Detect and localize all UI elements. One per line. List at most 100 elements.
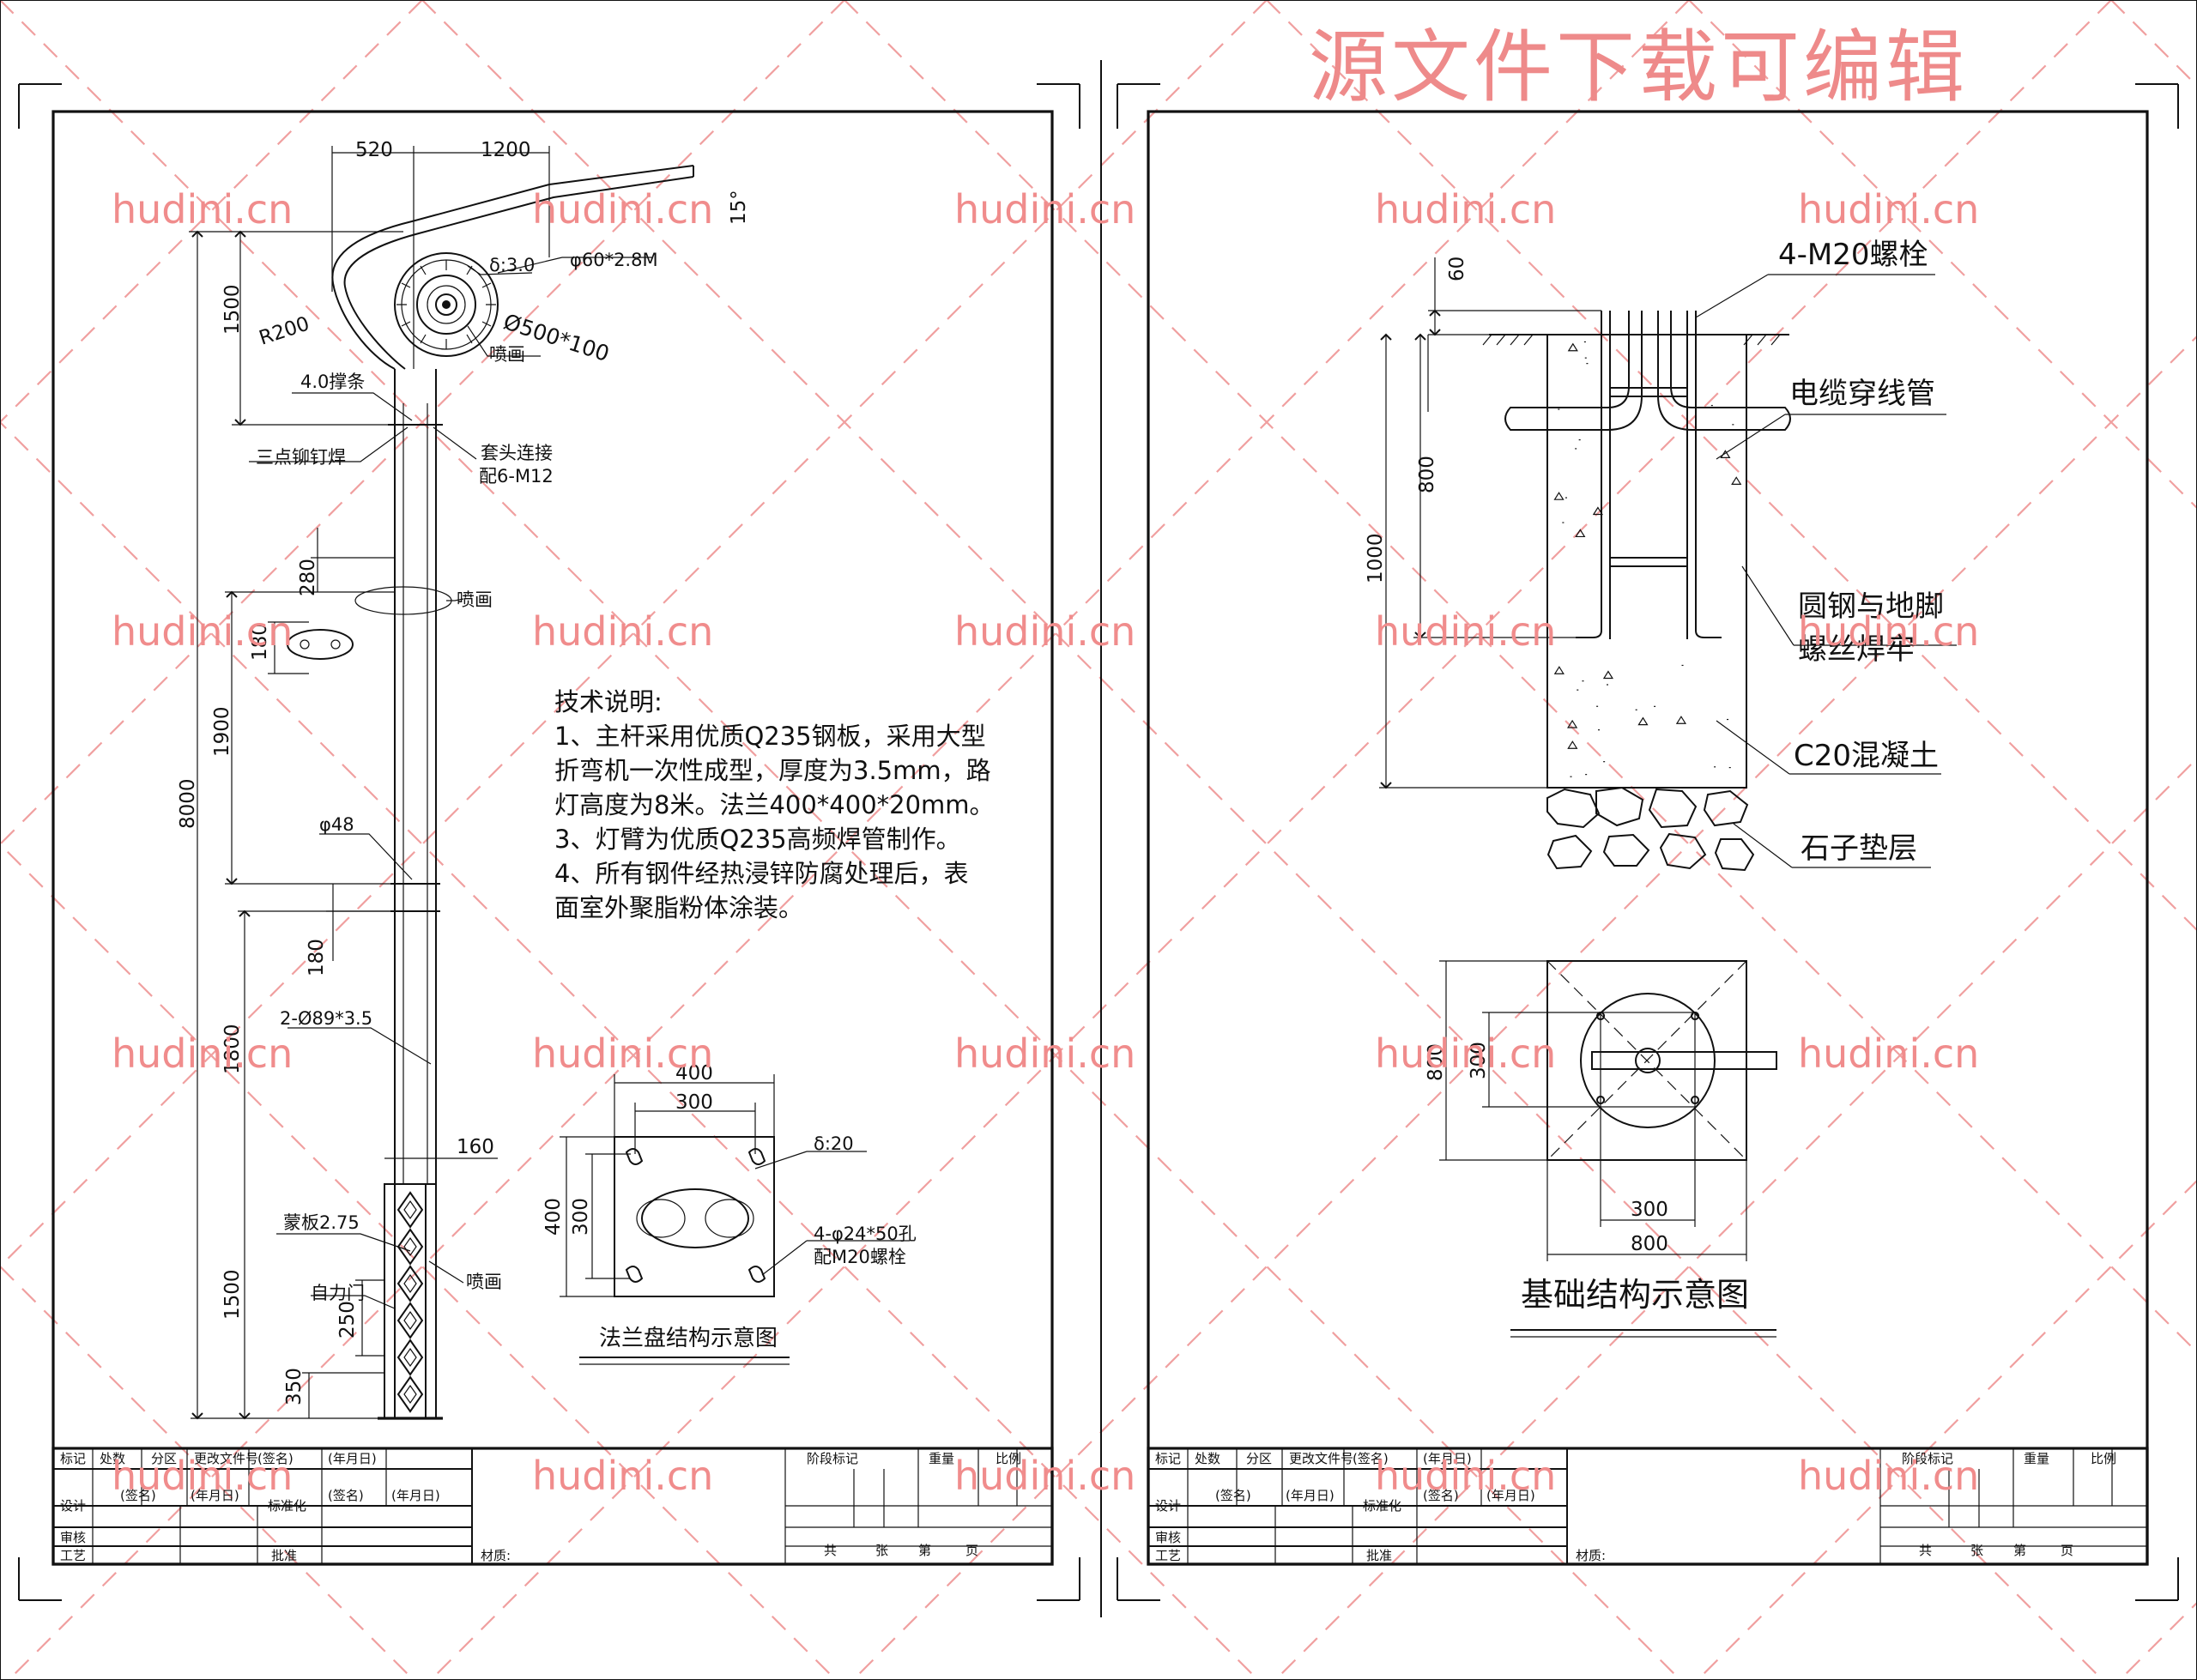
concrete-speck xyxy=(1675,716,1687,724)
label-door: 自力门 xyxy=(311,1283,365,1303)
watermark-site-14: hudini.cn xyxy=(1375,1030,1556,1077)
tb-right-approve: 批准 xyxy=(1366,1548,1392,1563)
tb-left-mark: 标记 xyxy=(60,1451,86,1466)
title-block-right: 标记 处数 分区 更改文件号 (签名) (年月日) 设计 (签名) (年月日) … xyxy=(1147,1447,2149,1566)
pole-leader-lines xyxy=(249,257,652,1309)
tech-note-line-5: 4、所有钢件经热浸锌防腐处理后，表 xyxy=(554,859,968,888)
watermark-line xyxy=(1697,1179,2197,1680)
label-bolts-m12: 配6-M12 xyxy=(479,466,554,486)
watermark-site-15: hudini.cn xyxy=(1798,1030,1979,1077)
watermark-line xyxy=(0,843,837,1680)
tb-left-stage: 阶段标记 xyxy=(807,1451,858,1466)
watermark-line xyxy=(1266,0,2197,932)
watermark-line xyxy=(2110,0,2197,88)
concrete-speck xyxy=(1553,492,1565,500)
flange-label-thickness: δ:20 xyxy=(814,1133,854,1154)
tb-right-page-no: 第 xyxy=(2013,1543,2026,1558)
watermark-site-4: hudini.cn xyxy=(1375,186,1556,233)
dim-350: 350 xyxy=(283,1368,306,1405)
flange-plate-drawing: 400 300 400 300 δ:20 4-φ24*50孔 配M20螺栓 法兰… xyxy=(542,1062,917,1365)
tb-left-sheets: 张 xyxy=(875,1543,888,1558)
watermark-line xyxy=(0,1265,415,1680)
label-plate: 蒙板2.75 xyxy=(283,1212,360,1233)
tb-left-craft: 工艺 xyxy=(60,1548,86,1563)
tb-left-design-date: (年月日) xyxy=(191,1488,239,1503)
tb-left-scale: 比例 xyxy=(996,1451,1021,1466)
dim-1200: 1200 xyxy=(481,139,531,161)
watermark-title: 源文件下载可编辑 xyxy=(1309,21,1968,113)
label-weld-line-1: 圆钢与地脚 xyxy=(1798,589,1944,624)
watermark-line xyxy=(0,0,1681,1680)
label-concrete: C20混凝土 xyxy=(1794,739,1939,773)
tb-right-craft: 工艺 xyxy=(1155,1548,1181,1563)
tb-left-page-no: 第 xyxy=(918,1543,931,1558)
foundation-section-drawing: 60 800 1000 4-M20螺栓 电缆穿线管 圆钢与地脚 螺丝焊牢 C20… xyxy=(1365,238,1957,872)
concrete-speck xyxy=(1575,529,1586,538)
dim-180-a: 180 xyxy=(249,623,271,661)
tb-left-review: 审核 xyxy=(60,1530,86,1545)
tb-right-zone: 分区 xyxy=(1246,1451,1272,1466)
label-sleeve: 套头连接 xyxy=(481,443,553,463)
plan-dim-300-left: 300 xyxy=(1468,1042,1490,1079)
dim-160: 160 xyxy=(457,1136,494,1158)
tb-right-mark: 标记 xyxy=(1155,1451,1181,1466)
watermark-site-16: hudini.cn xyxy=(112,1453,293,1499)
watermark-site-7: hudini.cn xyxy=(532,608,713,655)
hatch-tick xyxy=(1523,334,1534,346)
watermark-site-2: hudini.cn xyxy=(532,186,713,233)
tech-note-line-1: 1、主杆采用优质Q235钢板，采用大型 xyxy=(554,722,986,751)
dim-15deg: 15° xyxy=(728,190,750,225)
tb-left-standard: 标准化 xyxy=(268,1498,306,1514)
label-paint-3: 喷画 xyxy=(466,1272,502,1292)
tb-left-std-date: (年月日) xyxy=(391,1488,440,1503)
dim-1800: 1800 xyxy=(221,1024,244,1074)
hatch-tick xyxy=(1770,334,1781,346)
watermark-line xyxy=(8,0,1690,1680)
tb-right-design-sign: (签名) xyxy=(1215,1488,1251,1503)
tb-left-std-sign: (签名) xyxy=(328,1488,364,1503)
tb-left-design-sign: (签名) xyxy=(120,1488,156,1503)
watermark-site-9: hudini.cn xyxy=(1375,608,1556,655)
gravel-layer xyxy=(1546,786,1755,872)
tb-right-material: 材质: xyxy=(1576,1548,1606,1563)
watermark-line xyxy=(0,0,845,846)
label-weld-line-2: 螺丝焊牢 xyxy=(1798,632,1915,667)
tb-left-total: 共 xyxy=(824,1543,837,1558)
label-cable-conduit: 电缆穿线管 xyxy=(1789,377,1935,411)
concrete-speck xyxy=(1592,506,1603,516)
dim-180-b: 180 xyxy=(306,939,328,976)
dim-1900: 1900 xyxy=(211,706,233,757)
flange-dim-400-left: 400 xyxy=(542,1198,565,1236)
hatch-tick xyxy=(1757,334,1767,346)
watermark-site-13: hudini.cn xyxy=(954,1030,1135,1077)
concrete-speck xyxy=(1731,476,1742,485)
concrete-speck xyxy=(1567,740,1578,749)
concrete-speck xyxy=(1553,666,1565,674)
tb-right-weight: 重量 xyxy=(2024,1451,2049,1466)
concrete-speck xyxy=(1567,719,1578,728)
hatch-tick xyxy=(1510,334,1520,346)
label-gravel: 石子垫层 xyxy=(1801,831,1917,866)
label-brace: 4.0撑条 xyxy=(300,372,365,392)
label-anchor-bolts: 4-M20螺栓 xyxy=(1778,238,1928,272)
watermark-site-12: hudini.cn xyxy=(532,1030,713,1077)
foundation-dim-1000: 1000 xyxy=(1365,533,1387,583)
tb-left-design: 设计 xyxy=(60,1498,86,1514)
watermark-site-18: hudini.cn xyxy=(954,1453,1135,1499)
watermark-site-1: hudini.cn xyxy=(112,186,293,233)
tb-right-scale: 比例 xyxy=(2091,1451,2116,1466)
tech-note-line-3: 灯高度为8米。法兰400*400*20mm。 xyxy=(554,790,995,819)
flange-dim-300-left: 300 xyxy=(570,1198,592,1236)
tb-right-review: 审核 xyxy=(1155,1530,1181,1545)
tb-right-design-date: (年月日) xyxy=(1286,1488,1335,1503)
tb-left-count: 处数 xyxy=(100,1451,125,1466)
tb-right-total: 共 xyxy=(1919,1543,1932,1558)
flange-label-holes: 4-φ24*50孔 xyxy=(814,1224,917,1244)
watermark-site-17: hudini.cn xyxy=(532,1453,713,1499)
dim-520: 520 xyxy=(355,139,393,161)
foundation-plan-drawing: 800 300 300 800 基础结构示意图 xyxy=(1425,960,1777,1338)
tech-notes-heading: 技术说明: xyxy=(554,687,663,716)
flange-dim-400-top: 400 xyxy=(675,1062,713,1085)
label-paint-1: 喷画 xyxy=(489,344,525,365)
